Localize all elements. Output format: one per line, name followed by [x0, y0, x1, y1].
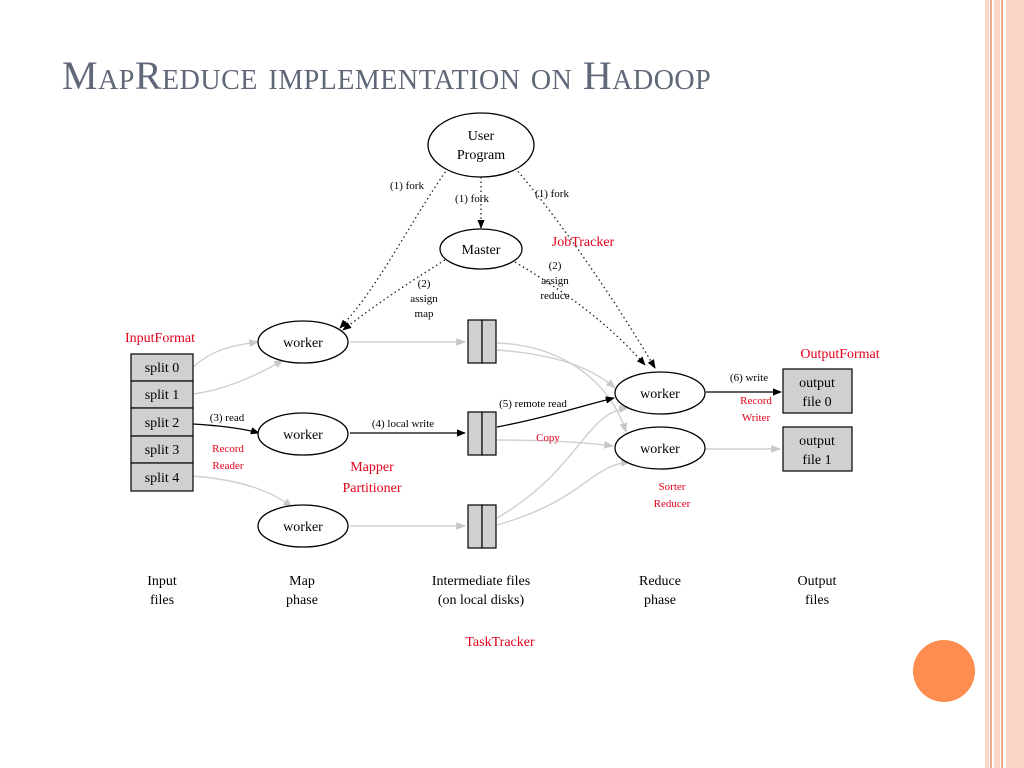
write-label: (6) write	[730, 372, 768, 384]
shuffle-edge	[496, 404, 629, 519]
mapper-partitioner-annotation: Mapper	[350, 460, 394, 475]
input-flow-edge	[192, 359, 284, 395]
map-worker-node: worker	[257, 320, 349, 364]
inputformat-annotation: InputFormat	[125, 331, 195, 346]
remote-read-label: (5) remote read	[499, 398, 567, 410]
phase-label: files	[150, 593, 174, 608]
fork-label: (1) fork	[455, 193, 489, 205]
output-file-label: file 1	[802, 453, 831, 468]
decorative-stripe	[1006, 0, 1024, 768]
assign-reduce-edge	[514, 261, 646, 366]
shuffle-edge	[496, 458, 631, 526]
phase-label: phase	[286, 593, 318, 608]
split-label: split 4	[145, 471, 180, 486]
input-flow-edge	[192, 339, 259, 368]
fork-edge	[514, 167, 656, 369]
output-file-0: output file 0	[782, 368, 853, 414]
assign-map-label: (2)	[418, 278, 431, 290]
user-program-node: User Program	[427, 112, 535, 178]
phase-label: phase	[644, 593, 676, 608]
sorter-reducer-annotation: Sorter	[659, 481, 686, 493]
assign-map-edge	[342, 259, 446, 331]
phase-label: (on local disks)	[438, 593, 525, 608]
assign-map-label: map	[415, 308, 434, 320]
jobtracker-annotation: JobTracker	[552, 235, 615, 250]
phase-label: Intermediate files	[432, 574, 530, 589]
local-write-label: (4) local write	[372, 418, 434, 430]
read-edge	[192, 423, 260, 435]
record-reader-annotation: Reader	[212, 460, 243, 472]
split-label: split 2	[145, 416, 180, 431]
output-file-label: output	[799, 434, 835, 449]
assign-reduce-label: reduce	[540, 290, 569, 302]
mapreduce-diagram: User Program Master worker worker worker…	[125, 112, 880, 650]
master-node: Master	[439, 228, 523, 270]
split-label: split 1	[145, 388, 180, 403]
split-label: split 0	[145, 361, 180, 376]
assign-reduce-label: (2)	[549, 260, 562, 272]
split-label: split 3	[145, 443, 180, 458]
output-file-1: output file 1	[782, 426, 853, 472]
shuffle-edge	[496, 349, 616, 389]
assign-map-label: assign	[410, 293, 438, 305]
phase-label: Reduce	[639, 574, 681, 589]
slide-title: MapReduce implementation on Hadoop	[62, 53, 712, 98]
mapper-partitioner-annotation: Partitioner	[342, 481, 401, 496]
user-program-label: User	[468, 129, 495, 144]
intermediate-file	[467, 504, 497, 549]
user-program-label: Program	[457, 148, 505, 163]
decorative-stripe	[990, 0, 992, 768]
decorative-stripe	[1001, 0, 1003, 768]
map-worker-node: worker	[257, 504, 349, 548]
worker-label: worker	[283, 428, 323, 443]
worker-label: worker	[640, 387, 680, 402]
decorative-circle	[913, 640, 975, 702]
copy-annotation: Copy	[536, 432, 560, 444]
output-file-label: output	[799, 376, 835, 391]
input-splits	[130, 353, 194, 492]
shuffle-edge	[496, 439, 614, 449]
worker-label: worker	[283, 336, 323, 351]
worker-label: worker	[640, 442, 680, 457]
intermediate-file	[467, 319, 497, 364]
tasktracker-annotation: TaskTracker	[465, 635, 535, 650]
fork-edge	[339, 167, 449, 329]
record-writer-annotation: Writer	[742, 412, 771, 424]
decorative-stripe	[985, 0, 989, 768]
intermediate-file	[467, 411, 497, 456]
read-label: (3) read	[210, 412, 245, 424]
record-reader-annotation: Record	[212, 443, 244, 455]
worker-label: worker	[283, 520, 323, 535]
phase-label: Map	[289, 574, 315, 589]
map-worker-node: worker	[257, 412, 349, 456]
remote-read-edge	[496, 396, 615, 428]
reduce-worker-node: worker	[614, 426, 706, 470]
input-flow-edge	[192, 475, 293, 508]
master-label: Master	[462, 243, 501, 258]
phase-label: Input	[147, 574, 177, 589]
reduce-worker-node: worker	[614, 371, 706, 415]
fork-label: (1) fork	[390, 180, 424, 192]
phase-label: files	[805, 593, 829, 608]
outputformat-annotation: OutputFormat	[800, 347, 879, 362]
decorative-stripe	[994, 0, 1000, 768]
assign-reduce-label: assign	[541, 275, 569, 287]
phase-label: Output	[798, 574, 837, 589]
sorter-reducer-annotation: Reducer	[654, 498, 691, 510]
fork-label: (1) fork	[535, 188, 569, 200]
shuffle-edge	[496, 342, 628, 433]
output-file-label: file 0	[802, 395, 831, 410]
record-writer-annotation: Record	[740, 395, 772, 407]
